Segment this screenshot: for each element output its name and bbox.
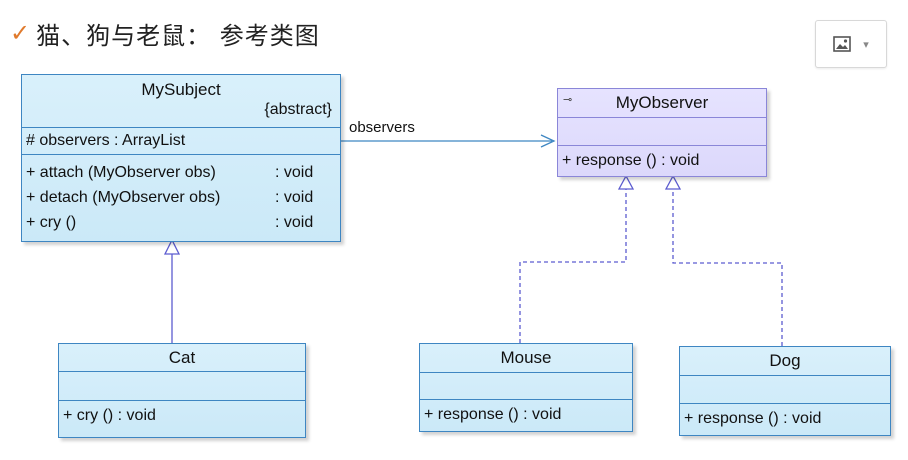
operation-return: : void (275, 214, 314, 231)
mouse-realization-arrowhead (617, 174, 635, 190)
class-mouse[interactable]: Mouse + response () : void (419, 343, 633, 432)
operation-section: + response () : void (420, 399, 632, 430)
check-icon: ✓ (10, 19, 31, 47)
class-name: Dog (769, 351, 801, 370)
operation-row: + detach (MyObserver obs) : void (22, 185, 340, 210)
image-icon (833, 36, 852, 52)
class-mysubject-header: MySubject {abstract} (22, 75, 340, 127)
operation-row: + attach (MyObserver obs) : void (22, 160, 340, 185)
class-name: MyObserver (615, 93, 709, 112)
attribute-section: # observers : ArrayList (22, 127, 340, 154)
operation-row: + response () : void (562, 152, 700, 169)
operation-section: + cry () : void (59, 400, 305, 431)
operation-section: + attach (MyObserver obs) : void + detac… (22, 154, 340, 235)
attribute-section (558, 117, 766, 145)
chevron-down-icon: ▾ (863, 38, 869, 51)
attribute-section (420, 372, 632, 399)
association-arrowhead (540, 134, 556, 148)
attribute-section (59, 371, 305, 400)
image-menu-button[interactable]: ▾ (815, 20, 887, 68)
diagram-heading: ✓ 猫、狗与老鼠： 参考类图 (10, 16, 320, 50)
class-mysubject[interactable]: MySubject {abstract} # observers : Array… (21, 74, 341, 242)
interface-icon: ⊸ (563, 94, 573, 106)
operation-section: + response () : void (680, 403, 890, 434)
operation-signature: + attach (MyObserver obs) (26, 164, 216, 181)
dog-realization-arrowhead (664, 174, 682, 190)
dog-realization-line (672, 189, 783, 346)
operation-row: + response () : void (684, 410, 822, 427)
attribute-row: # observers : ArrayList (26, 132, 186, 149)
operation-section: + response () : void (558, 145, 766, 175)
class-name: Cat (168, 348, 196, 367)
operation-row: + cry () : void (22, 210, 340, 235)
interface-myobserver[interactable]: ⊸ MyObserver + response () : void (557, 88, 767, 177)
cat-generalization-arrowhead (163, 238, 181, 255)
class-name: MySubject (141, 80, 221, 99)
operation-row: + response () : void (424, 406, 562, 423)
operation-return: : void (275, 189, 314, 206)
association-label: observers (349, 119, 415, 136)
operation-signature: + detach (MyObserver obs) (26, 189, 221, 206)
operation-signature: + cry () (26, 214, 77, 231)
mouse-realization-line (519, 189, 627, 343)
operation-row: + cry () : void (63, 407, 156, 424)
operation-return: : void (275, 164, 314, 181)
heading-title: 猫、狗与老鼠： 参考类图 (36, 21, 320, 50)
class-dog[interactable]: Dog + response () : void (679, 346, 891, 436)
class-name: Mouse (500, 348, 552, 367)
class-stereotype: {abstract} (264, 101, 332, 118)
attribute-section (680, 375, 890, 403)
class-cat[interactable]: Cat + cry () : void (58, 343, 306, 438)
